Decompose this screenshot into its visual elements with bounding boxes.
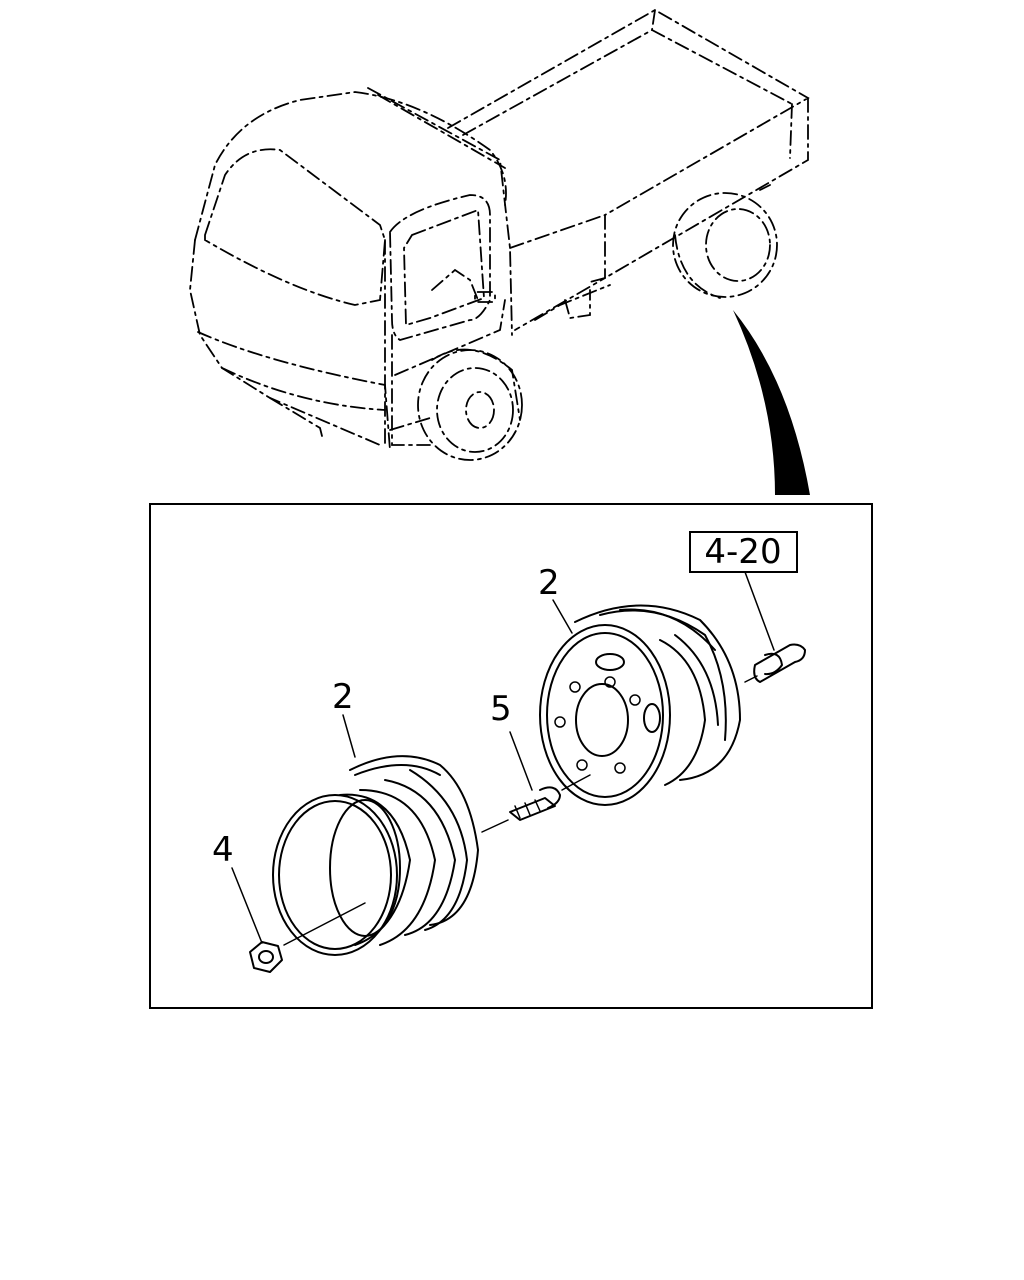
reference-box [689, 531, 798, 573]
wheel-nut [249, 902, 366, 973]
callout-disc-wheel: 2 [538, 563, 560, 603]
detail-frame [149, 503, 873, 1009]
rear-wheel-rim [272, 755, 479, 956]
disc-wheel [539, 604, 741, 806]
hub-bolt [481, 774, 591, 833]
truck-illustration [189, 8, 810, 461]
leader-lines [231, 571, 775, 944]
detail-pointer [733, 310, 810, 495]
callout-rear-wheel: 2 [332, 677, 354, 717]
valve-stem [744, 643, 806, 683]
reference-label: 4-20 [704, 532, 781, 572]
callout-wheel-nut: 4 [212, 830, 234, 870]
callout-hub-bolt: 5 [490, 689, 512, 729]
